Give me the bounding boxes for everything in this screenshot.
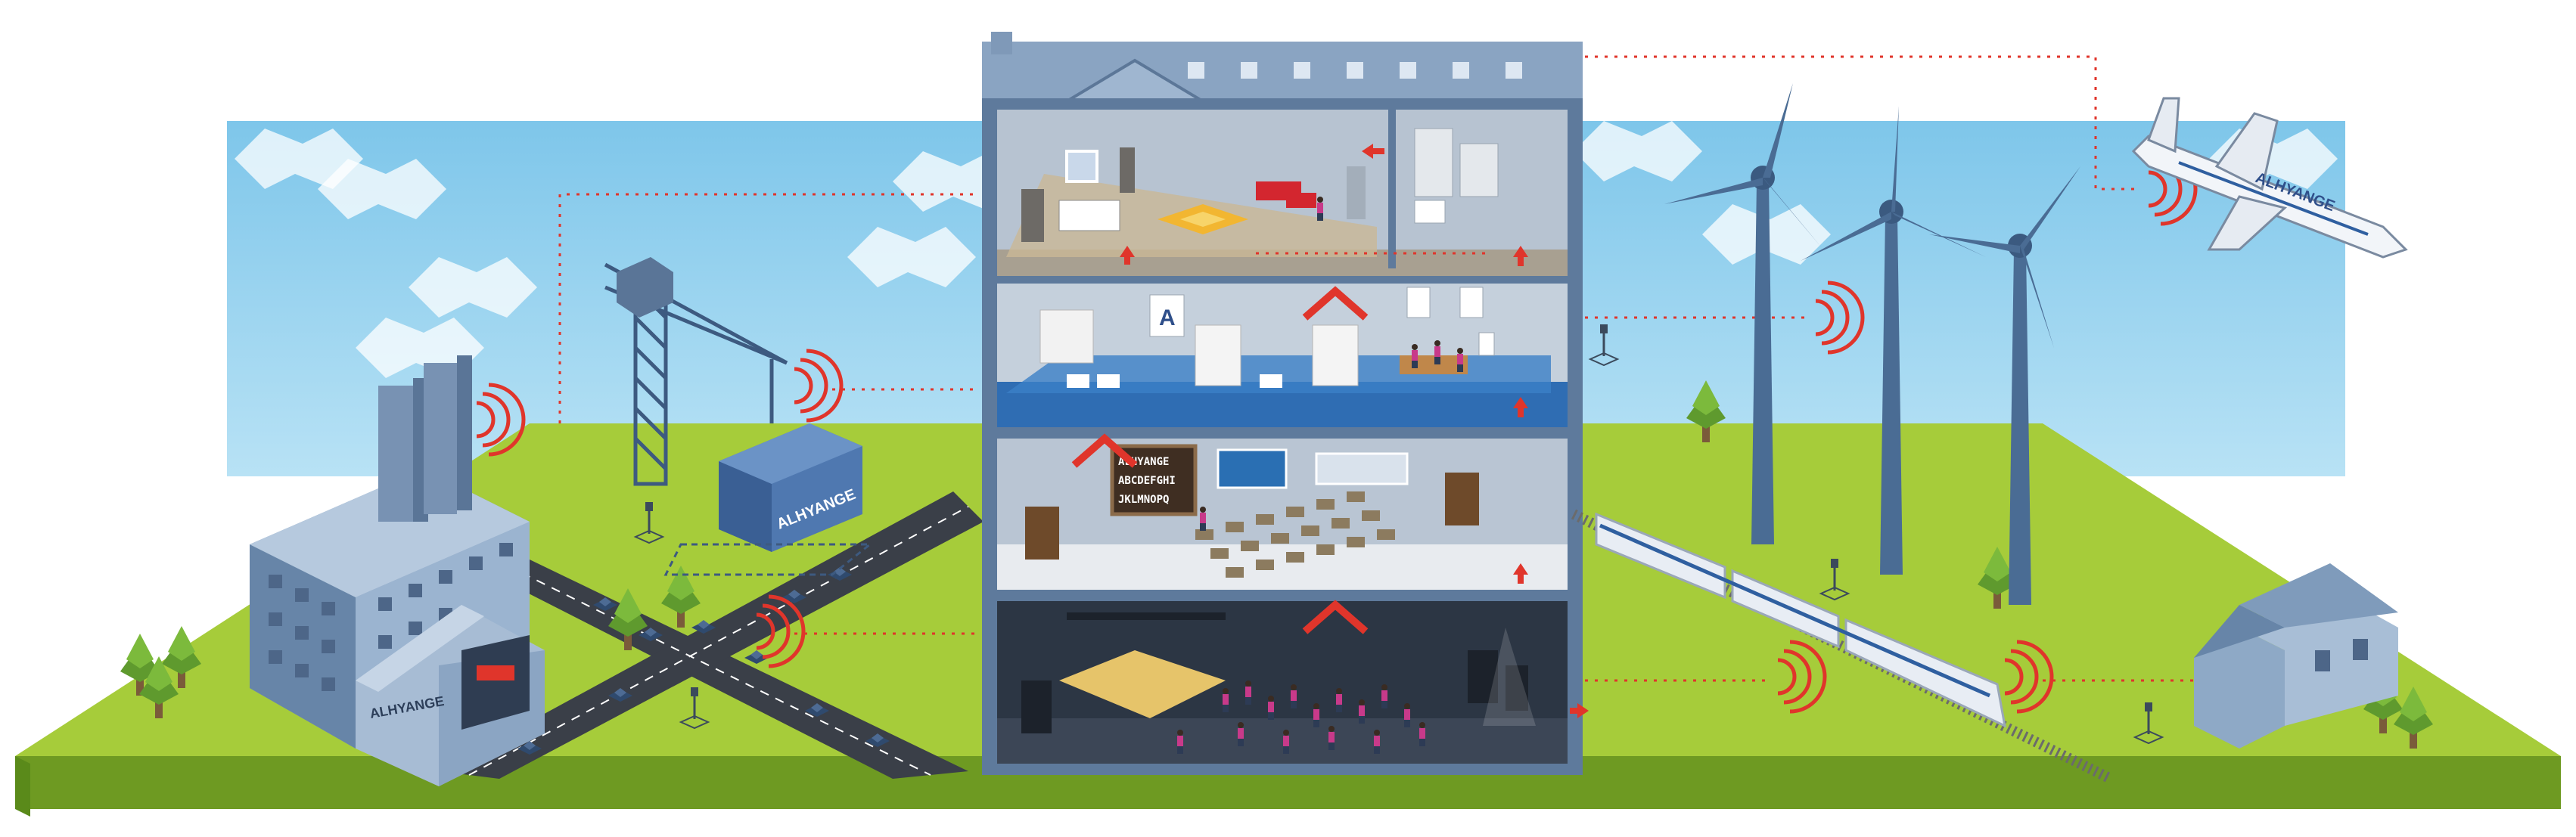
smart-building: A ALHYANGE ABCDEFGHI JKLMNOPQ xyxy=(982,32,1583,775)
warehouse: ALHYANGE xyxy=(356,605,545,786)
arrow-up-icon xyxy=(1513,563,1528,584)
chevron-icons xyxy=(1071,286,1369,634)
arrow-up-icon xyxy=(1120,246,1135,265)
network-links xyxy=(558,55,2209,682)
grass-platform-edge xyxy=(15,756,2561,809)
arrow-left-icon xyxy=(1362,144,1373,159)
building-flow-arrows xyxy=(1120,144,1589,718)
classroom-board-line-3: JKLMNOPQ xyxy=(1118,494,1169,506)
arrow-up-icon xyxy=(1513,397,1528,417)
house xyxy=(2194,563,2398,749)
arrow-right-icon xyxy=(1577,703,1589,718)
classroom-board-line-2: ABCDEFGHI xyxy=(1118,475,1176,487)
roads xyxy=(439,491,983,779)
crane-cabin xyxy=(617,257,673,318)
train xyxy=(1571,509,2114,784)
arrow-up-icon xyxy=(1513,246,1528,266)
shipping-container: ALHYANGE xyxy=(663,423,874,576)
office-logo: A xyxy=(1159,305,1176,330)
wind-turbines xyxy=(1664,83,2080,605)
